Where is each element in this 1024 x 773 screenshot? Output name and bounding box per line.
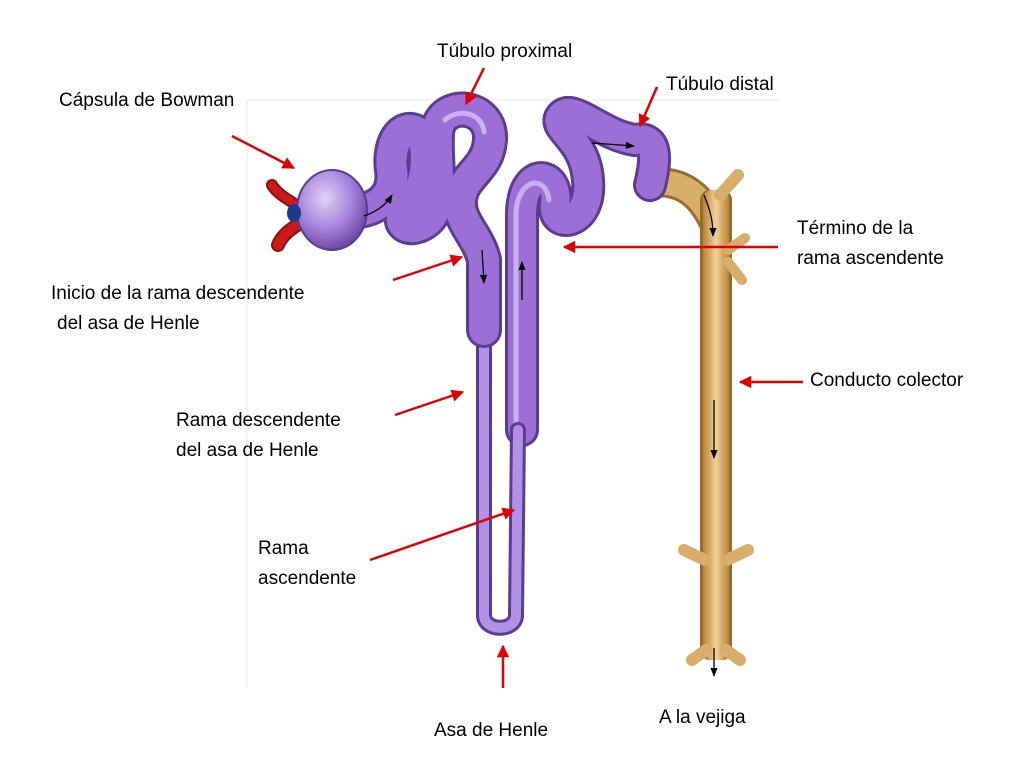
label-line: Inicio de la rama descendente [51,283,305,304]
loop-of-henle [476,292,526,636]
label-termino-rama-ascendente: Término de la rama ascendente [797,214,944,274]
pointer-capsula [231,134,296,170]
pointer-inicio [392,254,464,282]
label-a-la-vejiga: A la vejiga [659,707,746,728]
label-rama-ascendente: Rama ascendente [258,534,356,594]
label-tubulo-proximal: Túbulo proximal [437,41,573,62]
label-line: del asa de Henle [176,440,319,461]
pointer-distal [638,86,659,128]
label-line: ascendente [258,568,357,589]
label-line: rama ascendente [797,248,944,269]
label-asa-de-henle: Asa de Henle [434,720,549,741]
label-inicio-rama-descendente: Inicio de la rama descendente del asa de… [51,279,305,339]
bowman-capsule [266,169,368,252]
distal-tubule [505,96,672,447]
label-conducto-colector: Conducto colector [810,370,964,391]
flow-arrows [363,141,718,677]
label-line: Rama descendente [176,410,341,431]
label-tubulo-distal: Túbulo distal [666,74,774,95]
label-line: Rama [258,538,309,559]
pointer-proximal [464,67,486,106]
pointer-ascendente [369,507,516,562]
label-capsula-bowman: Cápsula de Bowman [59,90,235,111]
label-line: del asa de Henle [57,313,200,334]
pointer-descendente [394,389,465,417]
label-line: Término de la [797,218,914,239]
label-rama-descendente: Rama descendente del asa de Henle [176,406,341,466]
pointer-arrows [231,67,803,688]
proximal-tubule [332,91,508,348]
